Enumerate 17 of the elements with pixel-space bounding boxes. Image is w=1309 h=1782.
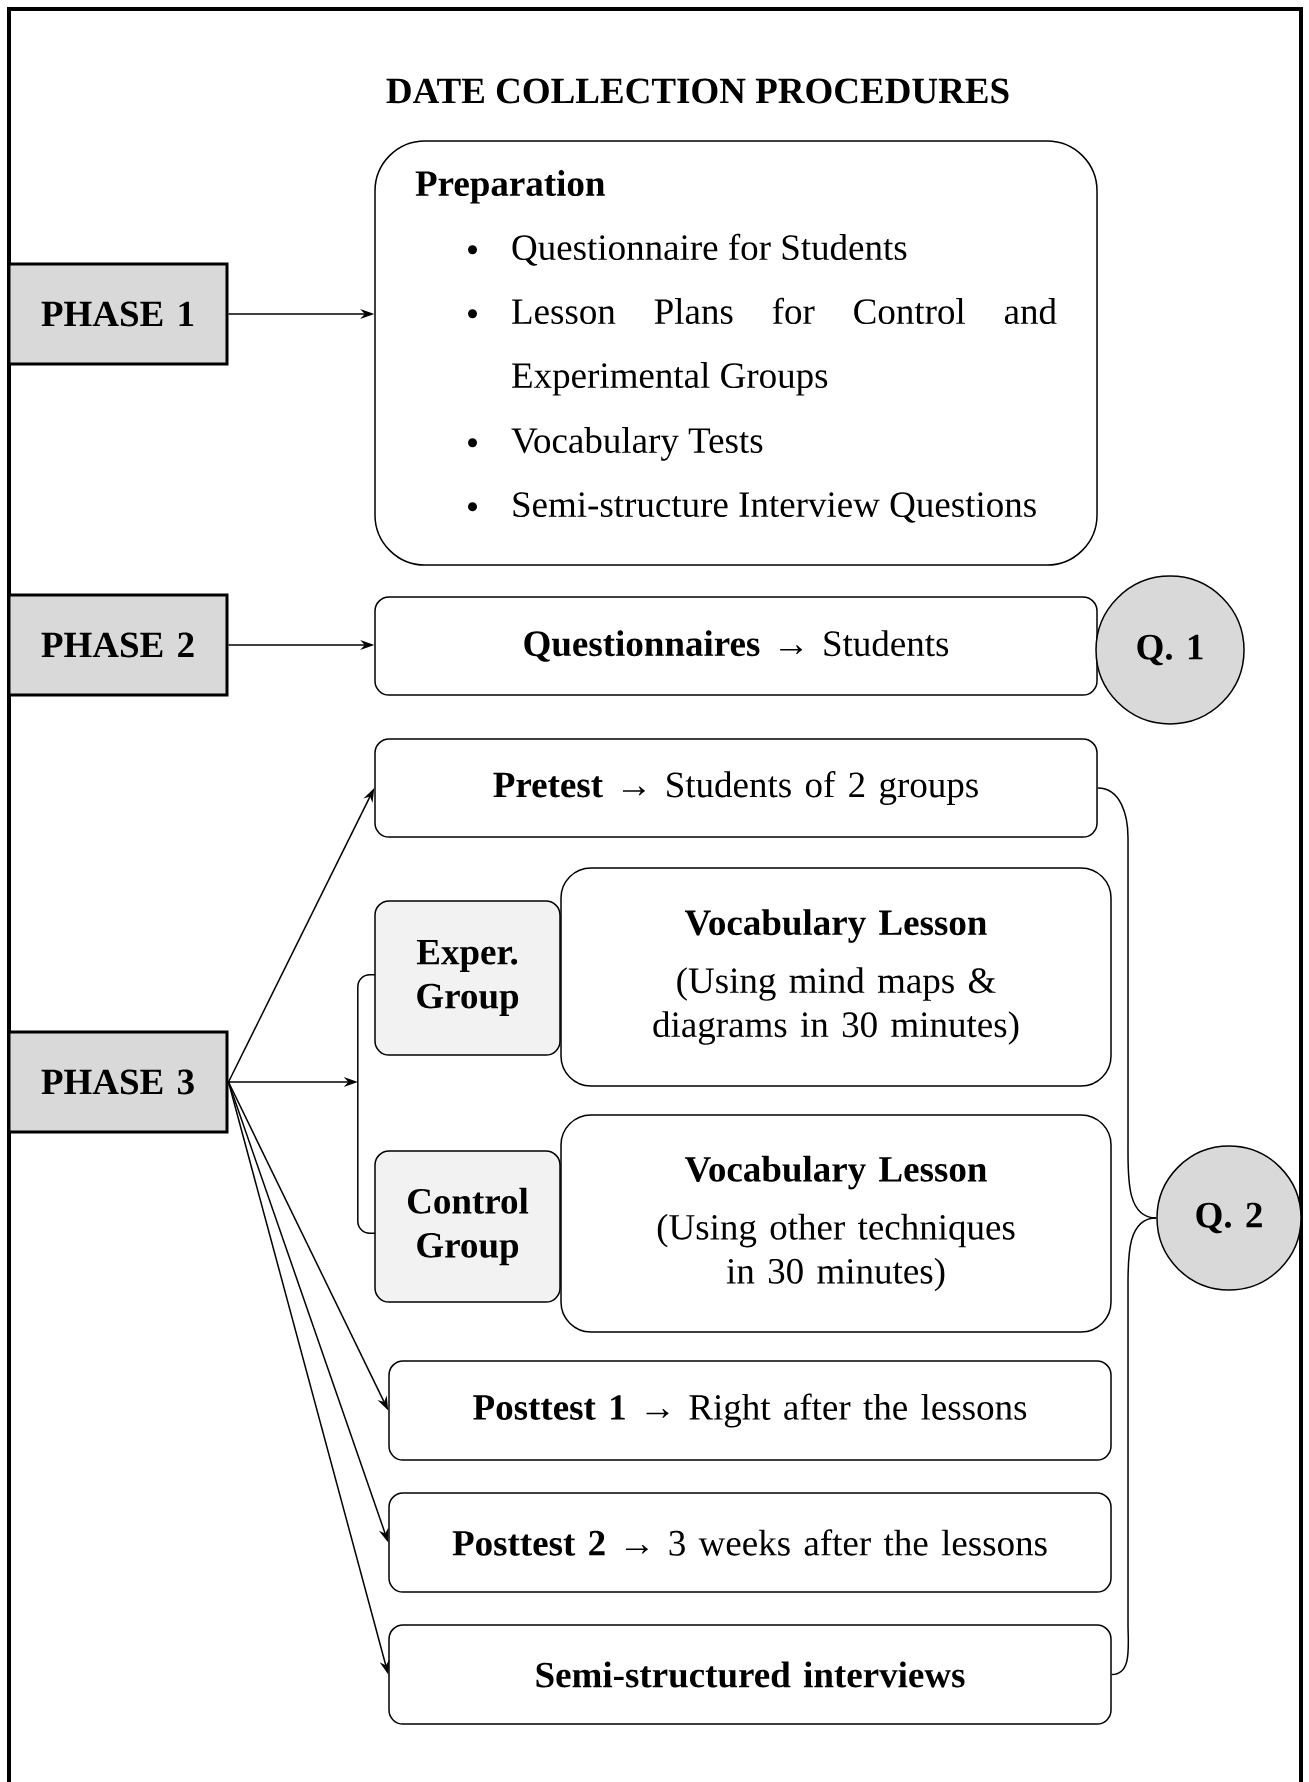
group-box: Exper. Group: [374, 900, 561, 1056]
phase-box: PHASE 2: [7, 593, 229, 697]
process-box: Questionnaires → Students: [374, 596, 1098, 696]
lesson-box: Vocabulary Lesson (Using mind maps & diagrams in 30 minutes): [560, 867, 1112, 1087]
phase-box: PHASE 1: [7, 262, 229, 366]
process-box: Pretest → Students of 2 groups: [374, 738, 1098, 838]
bracket: [357, 974, 376, 1234]
lesson-box: Vocabulary Lesson (Using other techniques in 30 minutes): [560, 1114, 1112, 1333]
process-box: Posttest 1 → Right after the lessons: [388, 1360, 1112, 1461]
rounded-box: Preparation Questionnaire for Students Lesson Plans for Control and Experimental Groups Vocabulary Tests Semi-structure Interview Questions: [374, 140, 1098, 566]
circle-badge: Q. 1: [1095, 575, 1245, 725]
process-box: Semi-structured interviews: [388, 1624, 1112, 1725]
title: DATE COLLECTION PROCEDURES: [386, 78, 1009, 104]
process-box: Posttest 2 → 3 weeks after the lessons: [388, 1492, 1112, 1593]
circle-badge: Q. 2: [1156, 1145, 1302, 1291]
phase-box: PHASE 3: [7, 1030, 229, 1134]
group-box: Control Group: [374, 1150, 561, 1303]
